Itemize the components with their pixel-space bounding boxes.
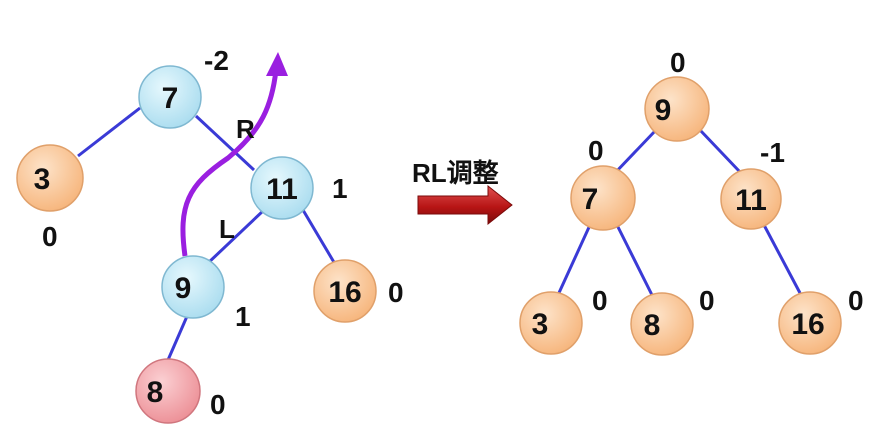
left-bf-3: 0 xyxy=(42,221,58,252)
node-key: 8 xyxy=(644,309,661,342)
edge-7-3 xyxy=(556,224,592,296)
left-bf-9: 1 xyxy=(235,301,251,332)
left-bf-16: 0 xyxy=(388,277,404,308)
right-node-7: 7 xyxy=(570,165,636,231)
node-circle xyxy=(250,156,314,220)
right-bf-11: -1 xyxy=(760,137,785,168)
right-bf-7: 0 xyxy=(588,135,604,166)
node-circle xyxy=(138,65,202,129)
node-key: 7 xyxy=(582,183,599,216)
edge-9-7 xyxy=(612,128,658,176)
node-key: 3 xyxy=(532,308,549,341)
transform-arrow-icon xyxy=(417,184,513,226)
left-bf-11: 1 xyxy=(332,173,348,204)
right-node-16: 16 xyxy=(778,291,842,355)
node-circle xyxy=(16,144,84,212)
node-key: 8 xyxy=(147,376,164,409)
edge-9-11 xyxy=(698,128,742,174)
edge-7-3 xyxy=(77,106,141,158)
node-key: 11 xyxy=(735,184,767,217)
transform-label: RL调整 xyxy=(412,158,499,188)
node-circle xyxy=(519,291,583,355)
left-node-9: 9 xyxy=(161,255,225,319)
rotation-path xyxy=(180,52,288,257)
left-bf-7: -2 xyxy=(204,45,229,76)
node-circle xyxy=(630,292,694,356)
edge-label-l: L xyxy=(219,214,235,244)
node-key: 9 xyxy=(655,94,672,127)
right-node-11: 11 xyxy=(720,168,782,230)
left-node-7: 7 xyxy=(138,65,202,129)
edge-11-16 xyxy=(762,224,802,294)
node-key: 16 xyxy=(328,276,361,309)
right-tree-edges xyxy=(556,128,802,296)
left-bf-8: 0 xyxy=(210,389,226,420)
node-key: 16 xyxy=(791,308,824,341)
right-bf-9: 0 xyxy=(670,47,686,78)
edge-7-8 xyxy=(615,224,654,296)
node-circle xyxy=(161,255,225,319)
node-key: 3 xyxy=(34,163,51,196)
node-circle xyxy=(778,291,842,355)
node-key: 11 xyxy=(266,173,298,206)
node-circle xyxy=(644,76,710,142)
node-circle xyxy=(720,168,782,230)
right-bf-16: 0 xyxy=(848,285,864,316)
rotation-arrowhead-icon xyxy=(266,52,288,76)
right-node-3: 3 xyxy=(519,291,583,355)
left-node-16: 16 xyxy=(313,259,377,323)
left-node-3: 3 xyxy=(16,144,84,212)
edge-9-8 xyxy=(166,313,190,361)
edge-11-16 xyxy=(301,209,337,265)
right-bf-8: 0 xyxy=(699,285,715,316)
edge-7-11 xyxy=(194,114,256,172)
left-tree-edges xyxy=(77,106,337,361)
right-bf-3: 0 xyxy=(592,285,608,316)
edge-11-9 xyxy=(205,208,266,266)
node-key: 7 xyxy=(162,82,179,115)
rotation-curve xyxy=(180,69,279,257)
node-circle xyxy=(135,358,201,424)
right-node-9: 9 xyxy=(644,76,710,142)
right-node-8: 8 xyxy=(630,292,694,356)
node-circle xyxy=(570,165,636,231)
node-circle xyxy=(313,259,377,323)
left-node-8: 8 xyxy=(135,358,201,424)
left-node-11: 11 xyxy=(250,156,314,220)
node-key: 9 xyxy=(175,272,192,305)
edge-label-r: R xyxy=(236,114,255,144)
